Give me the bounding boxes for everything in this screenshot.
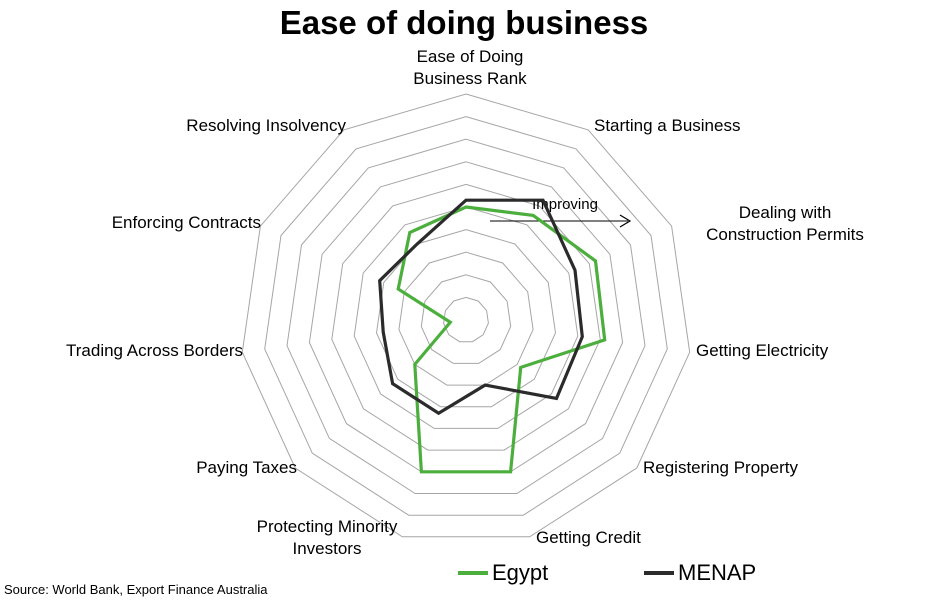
grid-ring-5 xyxy=(353,206,579,429)
legend-label-egypt: Egypt xyxy=(492,560,549,585)
chart-title: Ease of doing business xyxy=(279,4,649,41)
grid-ring-1 xyxy=(443,296,489,343)
source-note: Source: World Bank, Export Finance Austr… xyxy=(4,582,268,597)
legend-item-egypt: Egypt xyxy=(458,560,548,586)
axis-label-7: Paying Taxes xyxy=(196,458,297,477)
legend: Egypt MENAP xyxy=(0,560,928,590)
legend-swatch-egypt xyxy=(458,571,488,575)
axis-label-8: Trading Across Borders xyxy=(66,341,243,360)
grid-ring-8 xyxy=(286,138,646,494)
axis-label-9: Enforcing Contracts xyxy=(112,213,261,232)
axis-label-10: Resolving Insolvency xyxy=(186,116,346,135)
improving-arrow-head xyxy=(619,214,632,228)
grid-ring-2 xyxy=(420,274,512,364)
axis-label-1: Starting a Business xyxy=(594,116,740,135)
grid-ring-9 xyxy=(264,116,668,516)
grid-ring-3 xyxy=(398,251,534,386)
legend-label-menap: MENAP xyxy=(678,560,757,585)
series-layer xyxy=(378,198,607,474)
series-menap xyxy=(378,198,584,416)
axis-label-5: Getting Credit xyxy=(536,528,641,547)
legend-swatch-menap xyxy=(644,571,674,575)
grid-ring-4 xyxy=(375,229,557,408)
grid-ring-6 xyxy=(331,183,601,451)
axis-label-4: Registering Property xyxy=(643,458,798,477)
series-egypt xyxy=(396,205,607,474)
radar-grid xyxy=(241,93,691,538)
improving-label: Improving xyxy=(532,196,598,213)
grid-ring-10 xyxy=(241,93,691,538)
axis-label-3: Getting Electricity xyxy=(696,341,829,360)
legend-item-menap: MENAP xyxy=(644,560,756,586)
